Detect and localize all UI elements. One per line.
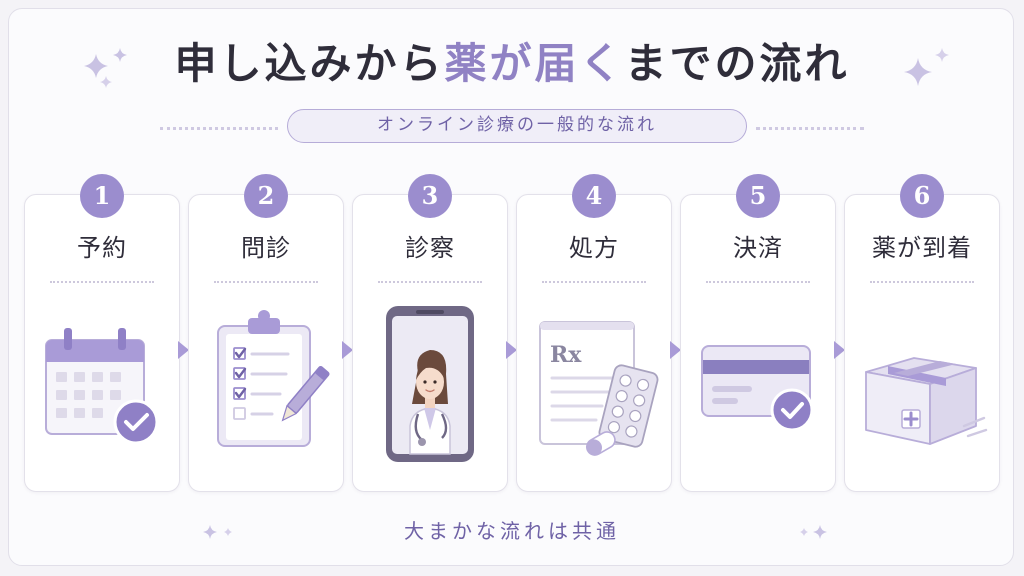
step-3: 3 診察 bbox=[352, 174, 508, 492]
step-number: 2 bbox=[244, 174, 288, 218]
divider bbox=[870, 281, 974, 283]
decorative-dots-left bbox=[160, 127, 278, 130]
arrow-right-icon bbox=[834, 341, 845, 359]
subtitle-pill: オンライン診療の一般的な流れ bbox=[287, 109, 747, 143]
smartphone-doctor-icon bbox=[386, 306, 474, 462]
step-number: 5 bbox=[736, 174, 780, 218]
clipboard-checklist-icon bbox=[217, 310, 330, 447]
sparkle-icon bbox=[203, 525, 232, 539]
step-1: 1 予約 bbox=[24, 174, 180, 492]
step-6: 6 薬が到着 bbox=[844, 174, 1000, 492]
step-number: 4 bbox=[572, 174, 616, 218]
footer-caption: 大まかな流れは共通 bbox=[404, 519, 620, 543]
decorative-dots-right bbox=[756, 127, 864, 130]
step-card bbox=[680, 194, 836, 492]
step-label: 問診 bbox=[241, 234, 291, 262]
prescription-mark: Rx bbox=[550, 342, 582, 368]
step-label: 薬が到着 bbox=[872, 234, 972, 262]
step-label: 決済 bbox=[733, 234, 783, 262]
step-number: 6 bbox=[900, 174, 944, 218]
title-highlight: 薬が届く bbox=[444, 39, 625, 88]
step-5: 5 決済 bbox=[680, 174, 836, 492]
step-label: 予約 bbox=[77, 234, 127, 262]
prescription-pills-icon: Rx bbox=[539, 321, 659, 456]
step-number: 3 bbox=[408, 174, 452, 218]
divider bbox=[706, 281, 810, 283]
arrow-right-icon bbox=[506, 341, 517, 359]
credit-card-check-icon bbox=[701, 345, 814, 432]
divider bbox=[50, 281, 154, 283]
divider bbox=[378, 281, 482, 283]
sparkle-icon bbox=[800, 525, 827, 539]
step-label: 処方 bbox=[569, 234, 619, 262]
package-icon bbox=[865, 357, 988, 445]
sparkle-icon bbox=[904, 48, 949, 86]
arrow-right-icon bbox=[342, 341, 353, 359]
step-4: 4 処方 Rx bbox=[516, 174, 672, 492]
page-title: 申し込みから薬が届くまでの流れ bbox=[174, 39, 850, 88]
sparkle-icon bbox=[84, 48, 127, 88]
step-number: 1 bbox=[80, 174, 124, 218]
calendar-check-icon bbox=[45, 328, 159, 445]
divider bbox=[214, 281, 318, 283]
arrow-right-icon bbox=[178, 341, 189, 359]
arrow-right-icon bbox=[670, 341, 681, 359]
step-label: 診察 bbox=[405, 234, 455, 262]
divider bbox=[542, 281, 646, 283]
step-2: 2 問診 bbox=[188, 174, 344, 492]
